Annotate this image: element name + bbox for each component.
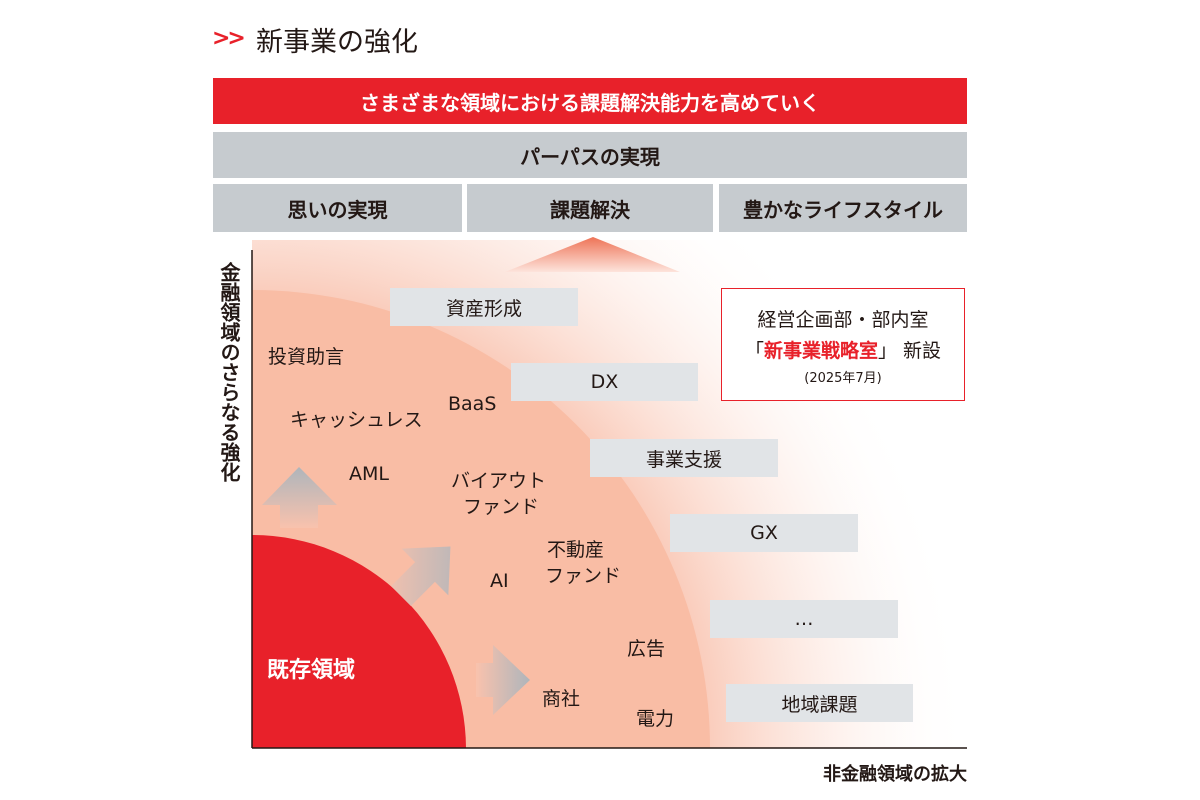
item-baas: BaaS bbox=[448, 393, 497, 415]
notice-line1: 経営企画部・部内室 bbox=[757, 309, 929, 331]
pillar-1: 思いの実現 bbox=[213, 184, 462, 232]
item-trading: 商社 bbox=[542, 688, 581, 710]
item-ai: AI bbox=[490, 570, 509, 592]
core-area bbox=[252, 535, 466, 748]
item-electricity: 電力 bbox=[636, 708, 675, 730]
item-advisory: 投資助言 bbox=[268, 346, 345, 368]
pillar-2: 課題解決 bbox=[467, 184, 713, 232]
bracket-open: 「 bbox=[744, 340, 764, 362]
notice-line2: 「新事業戦略室」 新設 bbox=[722, 336, 964, 363]
x-axis-label: 非金融領域の拡大 bbox=[823, 764, 967, 785]
pillar-3: 豊かなライフスタイル bbox=[719, 184, 967, 232]
bracket-close: 」 bbox=[877, 340, 897, 362]
banner: さまざまな領域における課題解決能力を高めていく bbox=[213, 78, 967, 124]
item-advertising: 広告 bbox=[627, 638, 666, 660]
arrow-right-icon bbox=[476, 645, 530, 715]
purpose-bar: パーパスの実現 bbox=[213, 132, 967, 178]
up-triangle-icon bbox=[505, 237, 680, 272]
item-aml: AML bbox=[349, 463, 389, 485]
item-realestate-2: ファンド bbox=[545, 565, 622, 587]
area-business-support: 事業支援 bbox=[590, 439, 778, 477]
y-axis-label: 金融領域のさらなる強化 bbox=[217, 262, 241, 482]
core-label: 既存領域 bbox=[267, 658, 356, 683]
item-buyout-1: バイアウト bbox=[451, 470, 547, 492]
notice-box: 経営企画部・部内室 「新事業戦略室」 新設 (2025年7月) bbox=[721, 288, 965, 401]
area-gx: GX bbox=[670, 514, 858, 552]
item-buyout-2: ファンド bbox=[463, 496, 540, 518]
item-realestate-1: 不動産 bbox=[547, 539, 605, 561]
area-regional-issues: 地域課題 bbox=[726, 684, 913, 722]
arrow-up-icon bbox=[262, 467, 337, 528]
area-more: … bbox=[710, 600, 898, 638]
notice-suffix: 新設 bbox=[903, 340, 942, 362]
notice-date: (2025年7月) bbox=[804, 371, 882, 386]
notice-highlight: 新事業戦略室 bbox=[763, 340, 878, 362]
page-title: 新事業の強化 bbox=[256, 27, 418, 58]
title-chevron-icon: >> bbox=[212, 26, 246, 51]
area-asset-building: 資産形成 bbox=[390, 288, 578, 326]
item-cashless: キャッシュレス bbox=[290, 409, 423, 431]
arrow-diagonal-icon bbox=[391, 546, 451, 606]
area-dx: DX bbox=[511, 363, 698, 401]
